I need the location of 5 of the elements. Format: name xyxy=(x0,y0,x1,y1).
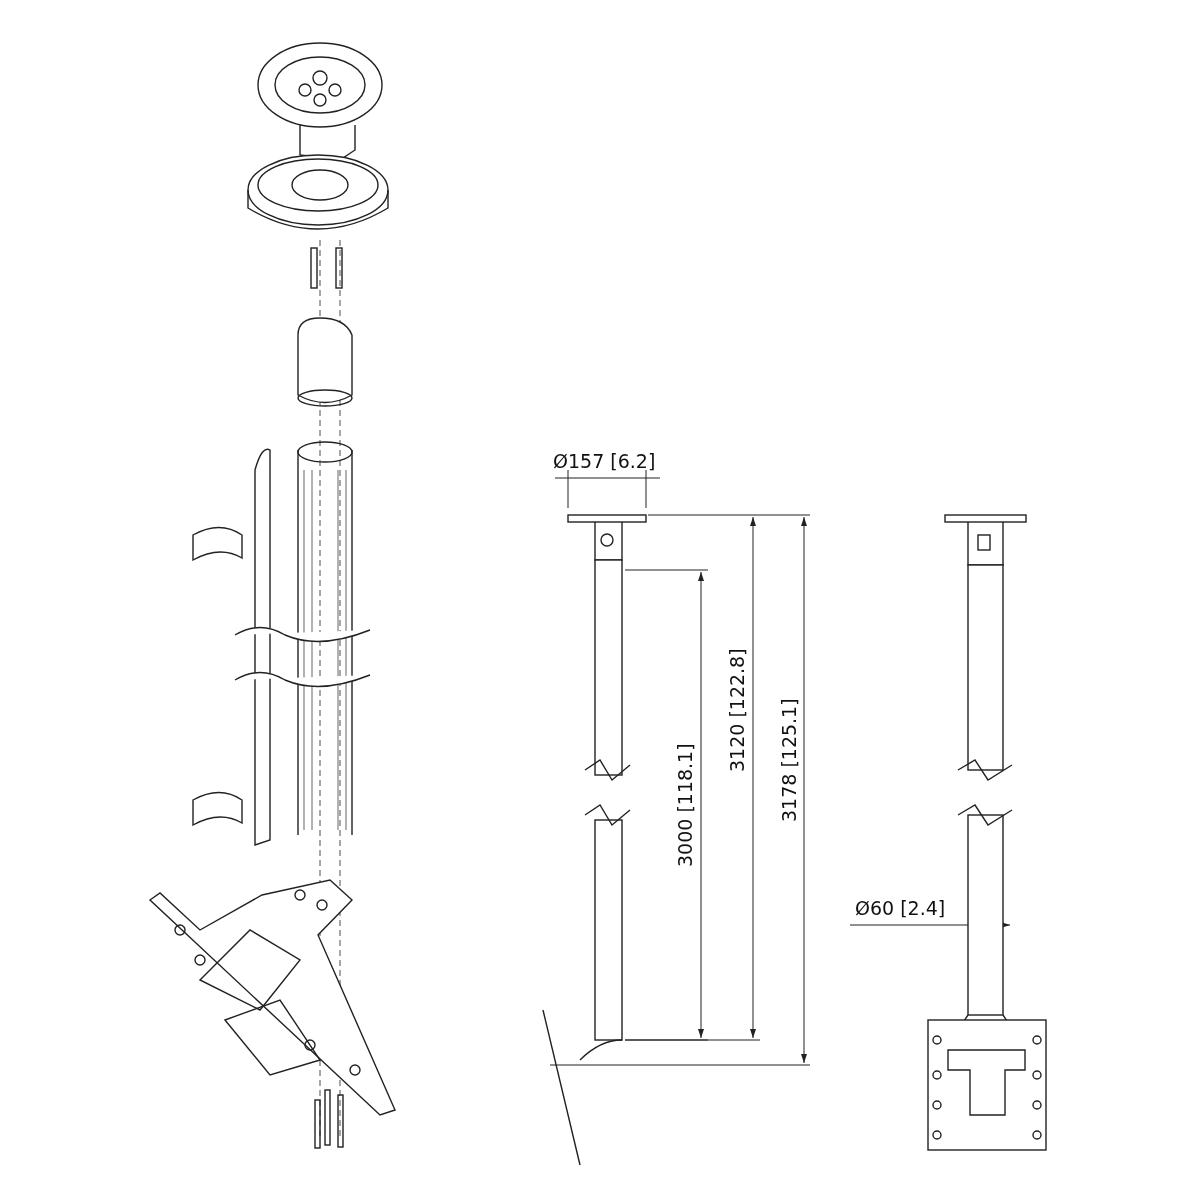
dimension-label: Ø157 [6.2] xyxy=(553,452,656,471)
dimension-label: 3178 [125.1] xyxy=(780,698,799,822)
dimension-label: Ø60 [2.4] xyxy=(855,899,946,918)
dimension-label: 3000 [118.1] xyxy=(676,743,695,867)
dimension-label: 3120 [122.8] xyxy=(728,648,747,772)
